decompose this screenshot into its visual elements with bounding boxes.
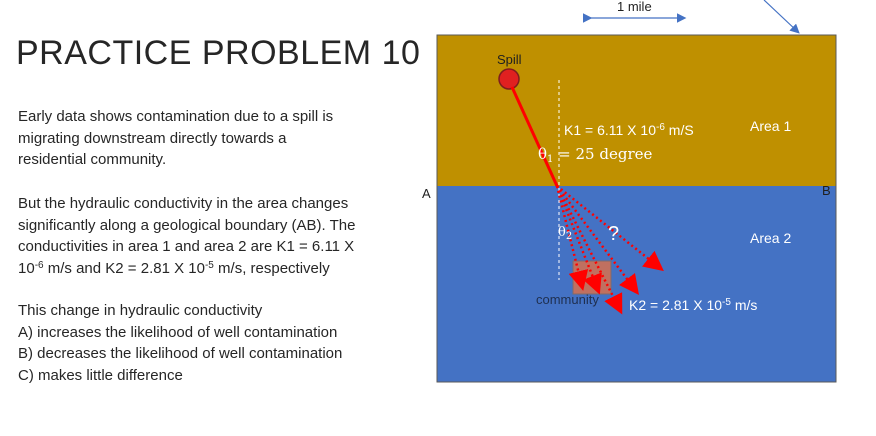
k2-exponent: -5 [722,297,731,308]
pointer-line [763,0,800,34]
question-stem: This change in hydraulic conductivity [18,302,263,319]
conductivity-paragraph: But the hydraulic conductivity in the ar… [18,193,408,279]
k2-label: K2 = 2.81 X 10-5 m/s [629,297,757,313]
exponent: -5 [204,259,214,271]
community-block [572,260,612,295]
theta-1-value: = 25 degree [553,145,653,163]
exponent: -6 [34,259,44,271]
conductivity-line: 10-6 m/s and K2 = 2.81 X 10-5 m/s, respe… [18,260,330,277]
theta-2-label: θ2 [558,225,573,242]
refracted-path [555,185,602,295]
k2-text: K2 = 2.81 X 10 [629,297,723,313]
conductivity-line: But the hydraulic conductivity in the ar… [18,195,349,212]
area-1-region [437,35,836,186]
theta-1-subscript: 1 [547,154,554,165]
area-2-label: Area 2 [750,230,792,246]
spill-marker [498,68,520,90]
k1-label: K1 = 6.11 X 10-6 m/S [564,122,694,138]
theta-2-symbol: θ [558,225,566,240]
intro-line: residential community. [18,151,167,168]
answer-option-c: C) makes little difference [18,366,183,384]
page-title: PRACTICE PROBLEM 10 [16,34,421,72]
theta-2-subscript: 2 [565,231,573,242]
diagram-canvas [436,0,837,383]
spill-label: Spill [497,52,522,67]
community-label: community [536,292,599,307]
plume-diagram: 1 mile Spill A B Area 1 Area 2 K1 = 6.11… [418,0,876,436]
intro-line: migrating downstream directly towards a [18,129,287,147]
point-b-label: B [822,183,831,198]
map-border [436,34,837,383]
conductivity-text: m/s, respectively [213,259,330,277]
refracted-path [555,185,623,315]
incident-path [510,86,559,187]
refracted-path [556,185,640,295]
k2-unit: m/s [730,297,758,313]
conductivity-text: 10 [18,259,35,277]
intro-paragraph: Early data shows contamination due to a … [18,106,408,171]
conductivity-line: conductivities in area 1 and area 2 are … [18,238,355,255]
theta-1-label: θ1 = 25 degree [538,145,653,165]
area-2-region [437,186,836,382]
point-a-label: A [422,186,431,201]
conductivity-line: significantly along a geological boundar… [18,216,356,234]
refracted-path [556,185,664,272]
intro-line: Early data shows contamination due to a … [18,108,334,125]
question-mark: ? [608,223,620,245]
question-block: This change in hydraulic conductivity A)… [18,300,408,386]
conductivity-text: m/s and K2 = 2.81 X 10 [43,259,205,277]
k1-exponent: -6 [655,122,665,133]
k1-text: K1 = 6.11 X 10 [564,122,656,138]
area-1-label: Area 1 [750,118,792,134]
answer-option-b: B) decreases the likelihood of well cont… [18,345,343,362]
answer-option-a: A) increases the likelihood of well cont… [18,323,338,341]
scale-label: 1 mile [617,0,652,14]
theta-1-symbol: θ [538,145,548,163]
refracted-path [555,185,589,291]
k1-unit: m/S [664,122,694,138]
